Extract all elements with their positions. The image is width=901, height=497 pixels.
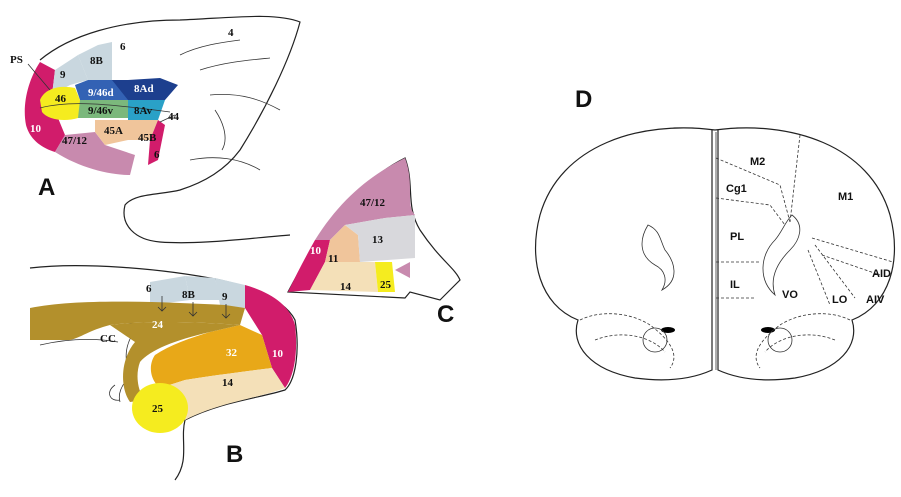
panel-a-lateral-view: A PS 9 8B 6 4 46 9/46d 8Ad 9/46v 8Av 44 …	[10, 16, 300, 242]
label-a4712: 47/12	[62, 135, 88, 147]
label-cg1: Cg1	[726, 183, 747, 195]
panel-d-boundary-aid	[812, 238, 893, 262]
label-b6: 6	[146, 283, 152, 295]
panel-a-letter: A	[38, 174, 55, 201]
label-a10: 10	[30, 123, 42, 135]
panel-d-left-hemisphere	[536, 128, 715, 380]
panel-d-right-ventricle	[763, 215, 800, 295]
label-aid: AID	[872, 268, 891, 280]
label-b8b: 8B	[182, 289, 196, 301]
panel-d-left-commissure	[661, 327, 675, 333]
panel-b-medial-view: B 6 8B 9 24 CC 32 10 14 25	[30, 266, 297, 480]
panel-d-right-nucleus	[768, 328, 792, 352]
label-pl: PL	[730, 231, 744, 243]
label-ps: PS	[10, 54, 23, 66]
panel-a-brain-outline	[40, 16, 300, 242]
label-il: IL	[730, 279, 740, 291]
panel-a-sulcus-2	[190, 110, 260, 170]
panel-d-left-nucleus	[643, 328, 667, 352]
label-a4: 4	[228, 27, 234, 39]
label-a45b: 45B	[138, 132, 157, 144]
area-9-medial	[215, 278, 245, 308]
panel-d-boundary-m2-m1	[790, 135, 800, 222]
label-b24: 24	[152, 319, 164, 331]
label-b10: 10	[272, 348, 284, 360]
label-a9: 9	[60, 69, 66, 81]
label-a44: 44	[168, 111, 180, 123]
label-c13: 13	[372, 234, 384, 246]
label-vo: VO	[782, 289, 798, 301]
panel-c-letter: C	[437, 301, 454, 328]
panel-d-rat-section: D M2 M1 Cg1 PL IL VO LO AID AIV	[536, 86, 895, 380]
label-a6-low: 6	[154, 149, 160, 161]
label-aiv: AIV	[866, 294, 885, 306]
label-b32: 32	[226, 347, 238, 359]
label-m2: M2	[750, 156, 765, 168]
label-cc: CC	[100, 333, 116, 345]
label-a946d: 9/46d	[88, 87, 114, 99]
label-a946v: 9/46v	[88, 105, 114, 117]
area-c-extra-magenta	[395, 262, 410, 278]
panel-b-ventricle	[110, 385, 120, 400]
panel-d-left-ventricle	[642, 225, 674, 290]
label-c10: 10	[310, 245, 322, 257]
panel-c-orbital-view: C 47/12 10 11 13 14 25	[288, 158, 460, 328]
panel-d-letter: D	[575, 86, 592, 113]
label-b25: 25	[152, 403, 164, 415]
label-b14: 14	[222, 377, 234, 389]
label-lo: LO	[832, 294, 848, 306]
panel-d-boundary-lo-aiv	[815, 245, 855, 298]
label-a6-top: 6	[120, 41, 126, 53]
panel-d-boundary-vo-lo	[808, 250, 830, 305]
panel-d-olfactory-left	[580, 314, 674, 368]
label-c4712: 47/12	[360, 197, 386, 209]
label-a45a: 45A	[104, 125, 123, 137]
label-a46: 46	[55, 93, 67, 105]
panel-a-sulcus-1	[180, 40, 280, 110]
label-b9: 9	[222, 291, 228, 303]
label-a8ad: 8Ad	[134, 83, 154, 95]
panel-d-olfactory-right	[756, 314, 850, 368]
label-a8av: 8Av	[134, 105, 153, 117]
label-a8b: 8B	[90, 55, 104, 67]
label-c25: 25	[380, 279, 392, 291]
panel-b-letter: B	[226, 441, 243, 468]
label-c11: 11	[328, 253, 338, 265]
panel-d-right-hemisphere	[715, 128, 894, 380]
panel-d-boundary-cg1-pl	[716, 198, 785, 225]
label-c14: 14	[340, 281, 352, 293]
label-m1: M1	[838, 191, 853, 203]
